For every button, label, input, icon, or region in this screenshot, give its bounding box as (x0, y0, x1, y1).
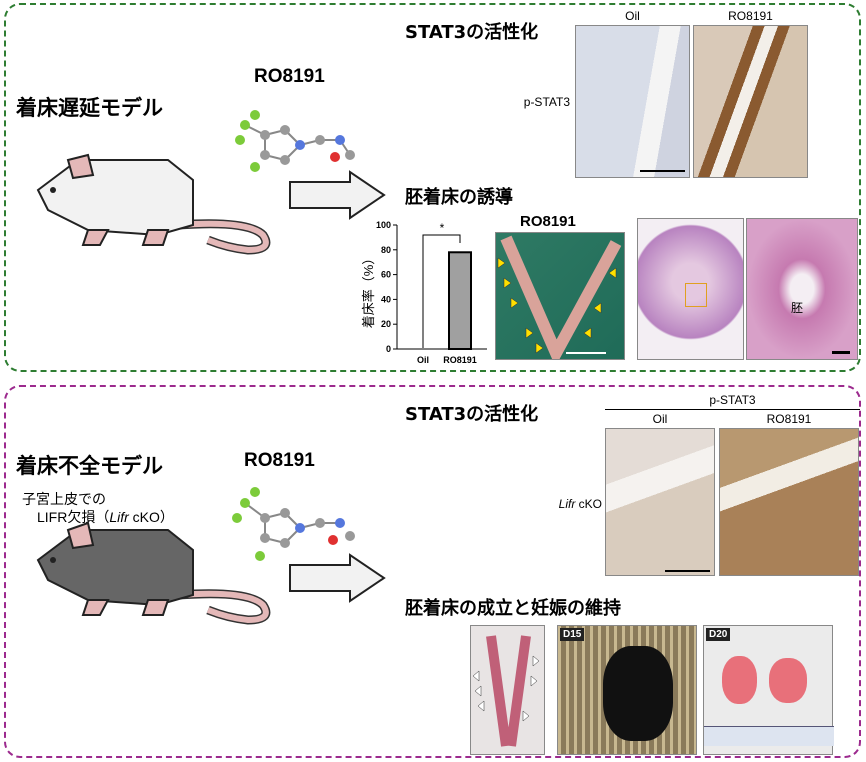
zoom-box (685, 283, 707, 307)
implantation-rate-chart: 着床率（%） 0 20 40 60 80 100 Oil RO8191 * (361, 220, 487, 365)
day-tag-d15: D15 (560, 628, 585, 641)
column-oil: Oil (625, 9, 640, 23)
significance-marker: * (440, 221, 445, 235)
drug-name-bottom: RO8191 (244, 450, 315, 471)
pups-photo: D20 (703, 625, 834, 755)
he-section-overview (637, 218, 744, 360)
molecule-icon (235, 110, 355, 172)
y-tick-label: 60 (381, 270, 391, 280)
ihc-image-ro8191 (693, 25, 808, 178)
model-subtitle: 子宮上皮での LIFR欠損（Lifr cKO） (22, 490, 174, 526)
x-tick-label: RO8191 (443, 355, 477, 365)
scale-bar-he (832, 351, 850, 354)
y-tick-label: 0 (386, 344, 391, 354)
column-ro8191: RO8191 (728, 9, 773, 23)
pstat3-header: p-STAT3 (709, 393, 756, 407)
gene-name: Lifr (109, 509, 129, 525)
y-tick-label: 40 (381, 294, 391, 304)
stat3-activation-title-bottom: STAT3の活性化 (405, 404, 539, 425)
right-arrow-icon (289, 170, 386, 220)
subtitle-line2: LIFR欠損（Lifr cKO） (22, 508, 174, 526)
significance-bracket (422, 234, 461, 348)
column-oil-bottom: Oil (652, 412, 668, 426)
subtitle-prefix: LIFR欠損（ (37, 509, 110, 525)
scale-bar (640, 170, 685, 172)
subtitle-suffix: cKO） (128, 509, 174, 525)
black-mouse (603, 646, 673, 741)
row-gene: Lifr (558, 497, 576, 511)
mouse-gray-icon (36, 521, 271, 625)
uterus-image-bottom (470, 625, 545, 755)
uterus-image (495, 232, 625, 360)
pup-2 (769, 658, 807, 703)
mouse-white-icon (36, 153, 271, 255)
pregnancy-title: 胚着床の成立と妊娠の維持 (405, 598, 621, 619)
scale-bar-bottom (665, 570, 710, 572)
row-suffix: cKO (575, 497, 602, 511)
molecule-icon-bottom (232, 487, 355, 561)
implantation-induction-title: 胚着床の誘導 (405, 187, 513, 208)
y-axis-label: 着床率（%） (361, 252, 376, 329)
pregnant-mouse-photo: D15 (557, 625, 697, 755)
row-label-pstat3: p-STAT3 (523, 95, 570, 109)
row-label-lifr-cko: Lifr cKO (540, 497, 602, 511)
embryo-label: 胚 (791, 301, 804, 315)
subtitle-line1: 子宮上皮での (22, 491, 106, 507)
ihc-image-oil-bottom (605, 428, 715, 576)
he-section-embryo: 胚 (746, 218, 858, 360)
uterus-label: RO8191 (520, 213, 576, 230)
y-tick-label: 20 (381, 319, 391, 329)
implantation-failure-panel (4, 385, 861, 758)
x-tick-label: Oil (417, 355, 429, 365)
failure-model-title: 着床不全モデル (16, 454, 163, 478)
y-tick-label: 80 (381, 245, 391, 255)
drug-name: RO8191 (254, 66, 325, 87)
pup-1 (722, 656, 757, 704)
bar-ro8191 (448, 251, 472, 350)
ruler (704, 726, 834, 746)
right-arrow-icon-bottom (289, 553, 386, 603)
y-tick-label: 100 (376, 220, 391, 230)
ihc-image-oil (575, 25, 690, 178)
delayed-model-title: 着床遅延モデル (16, 96, 163, 120)
day-tag-d20: D20 (706, 628, 731, 641)
ihc-image-ro8191-bottom (719, 428, 859, 576)
column-ro8191-bottom: RO8191 (766, 412, 812, 426)
stat3-activation-title: STAT3の活性化 (405, 22, 539, 43)
header-rule (605, 409, 860, 410)
delayed-implantation-panel (4, 3, 861, 372)
